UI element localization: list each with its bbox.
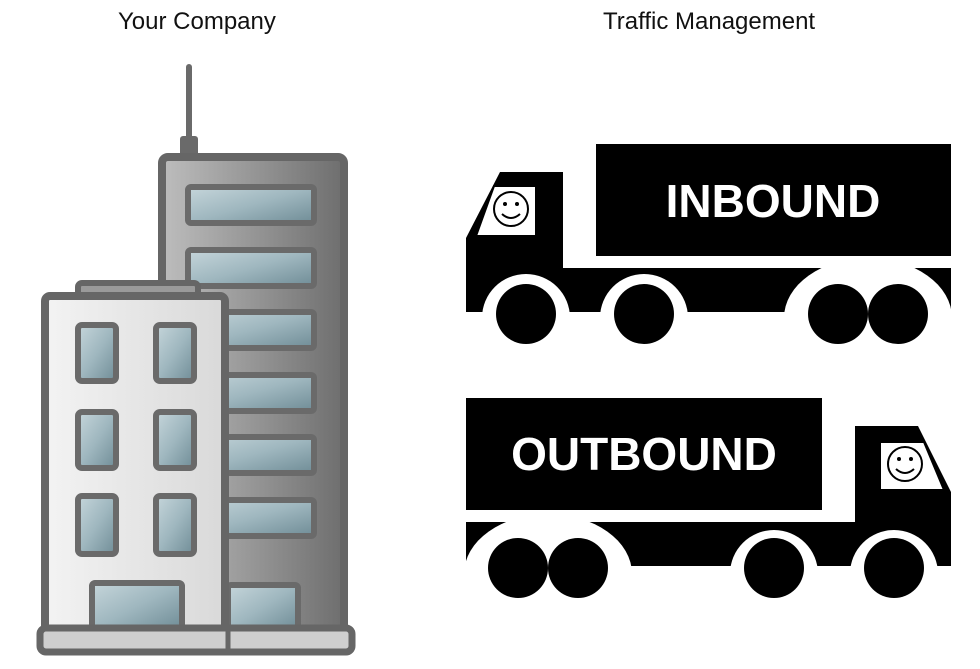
driver-face-icon	[493, 191, 529, 227]
traffic-title: Traffic Management	[603, 8, 816, 35]
office-building-icon	[36, 64, 356, 656]
inbound-label: INBOUND	[666, 175, 881, 227]
inbound-truck-icon: INBOUND	[466, 144, 952, 344]
company-title: Your Company	[118, 8, 276, 35]
outbound-label: OUTBOUND	[511, 428, 777, 480]
outbound-truck-icon: OUTBOUND	[464, 398, 951, 598]
driver-face-icon	[887, 446, 923, 482]
